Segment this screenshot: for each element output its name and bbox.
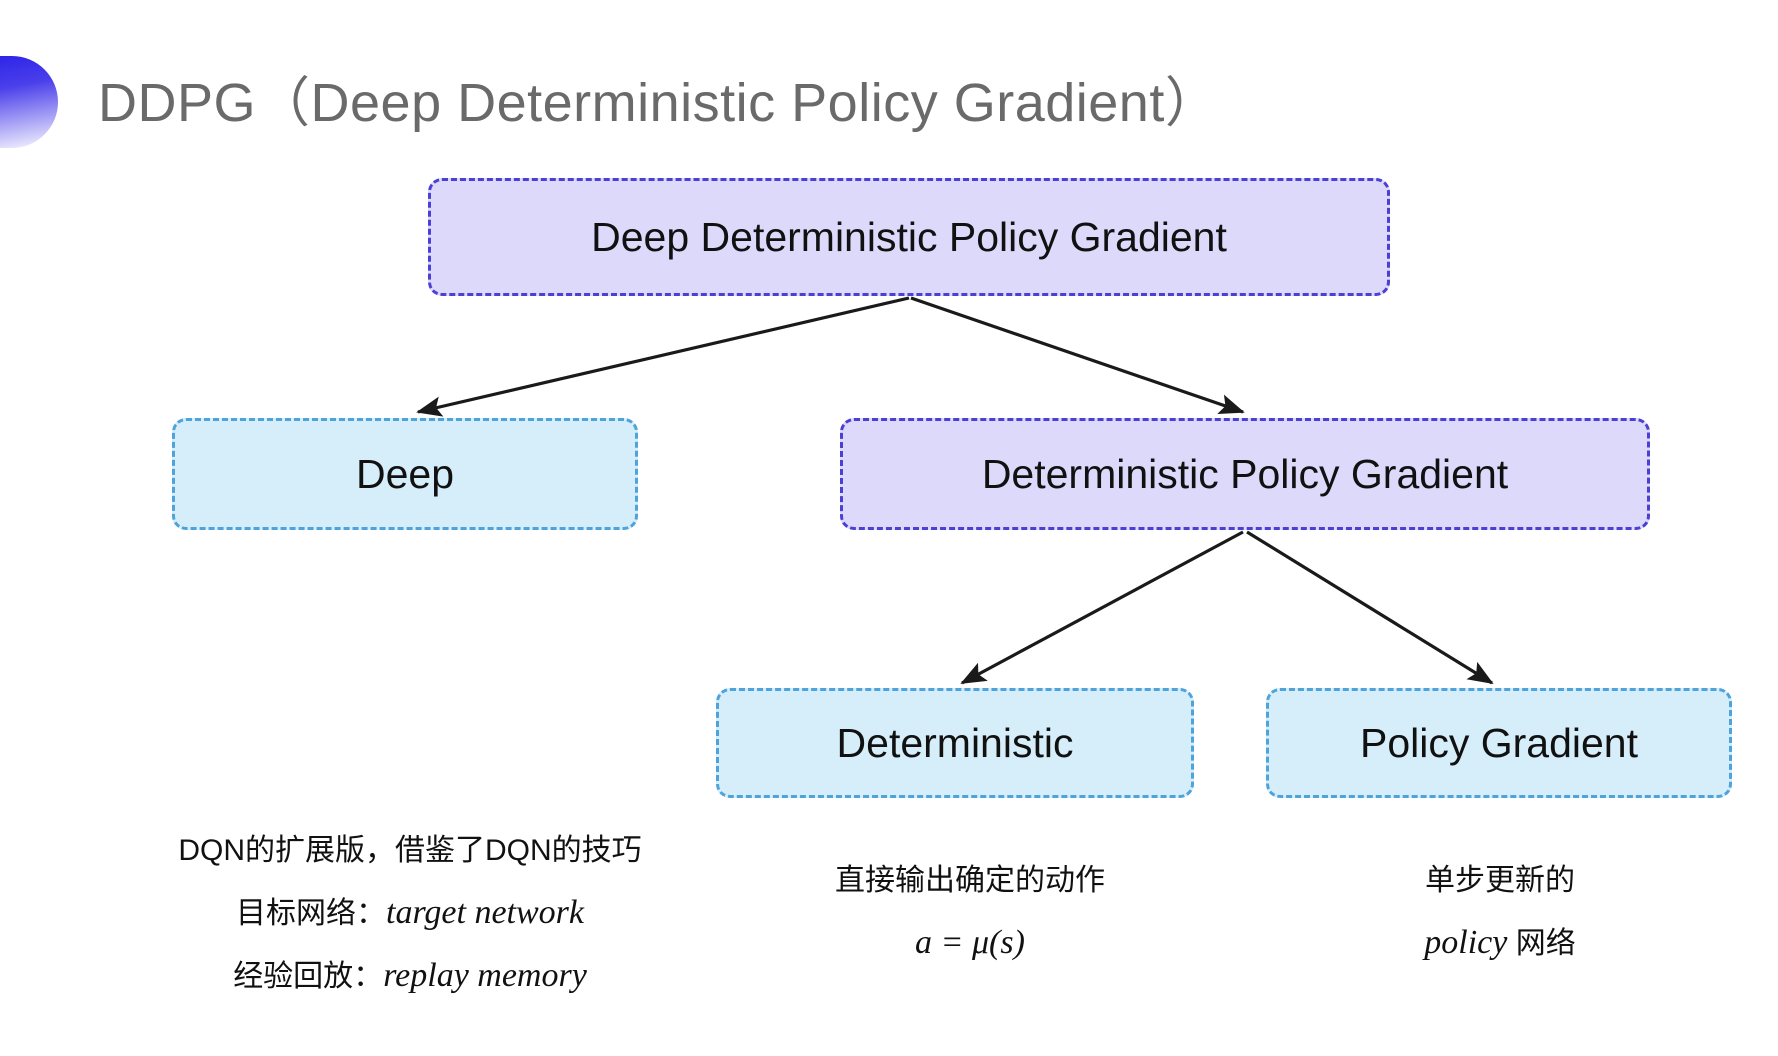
node-label: Deep Deterministic Policy Gradient xyxy=(591,213,1227,260)
edge-dpg-to-deterministic xyxy=(960,530,1244,685)
caption-right-line1: 单步更新的 xyxy=(1425,864,1575,897)
caption-policy-gradient: 单步更新的 policy 网络 xyxy=(1320,850,1680,975)
caption-left-line3-term: replay memory xyxy=(383,957,587,994)
caption-right-line2-term: policy xyxy=(1424,924,1508,961)
node-deterministic[interactable]: Deterministic xyxy=(716,688,1194,798)
node-deep[interactable]: Deep xyxy=(172,418,638,530)
caption-mid-formula: a = μ(s) xyxy=(915,924,1025,961)
title-accent-shape xyxy=(0,56,58,148)
caption-left-line2-term: target network xyxy=(386,894,584,931)
edge-root-to-deep xyxy=(416,296,910,417)
caption-left-line3: 经验回放：replay memory xyxy=(150,945,670,1008)
caption-mid-line1: 直接输出确定的动作 xyxy=(835,864,1105,897)
edge-root-to-dpg xyxy=(910,296,1245,414)
node-deep-deterministic-policy-gradient[interactable]: Deep Deterministic Policy Gradient xyxy=(428,178,1390,296)
node-label: Deterministic xyxy=(836,719,1074,766)
caption-right-line2-suffix: 网络 xyxy=(1507,927,1576,960)
node-deterministic-policy-gradient[interactable]: Deterministic Policy Gradient xyxy=(840,418,1650,530)
caption-left-line2: 目标网络：target network xyxy=(150,882,670,945)
node-label: Deterministic Policy Gradient xyxy=(981,450,1509,497)
page-title: DDPG（Deep Deterministic Policy Gradient） xyxy=(98,73,1220,133)
edge-dpg-to-policy-gradient xyxy=(1246,530,1494,685)
node-label: Deep xyxy=(355,450,454,497)
caption-left-line2-label: 目标网络： xyxy=(236,897,386,930)
caption-left-line1: DQN的扩展版，借鉴了DQN的技巧 xyxy=(178,834,642,867)
caption-left-line3-label: 经验回放： xyxy=(233,960,384,993)
node-label: Policy Gradient xyxy=(1359,719,1638,766)
caption-deep: DQN的扩展版，借鉴了DQN的技巧 目标网络：target network 经验… xyxy=(150,820,670,1008)
caption-right-line2: policy 网络 xyxy=(1320,912,1680,975)
node-policy-gradient[interactable]: Policy Gradient xyxy=(1266,688,1732,798)
caption-deterministic: 直接输出确定的动作 a = μ(s) xyxy=(790,850,1150,974)
